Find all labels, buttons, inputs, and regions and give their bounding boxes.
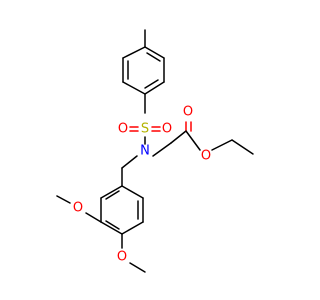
o-methyl-bond — [129, 262, 146, 273]
ch2-carbonyl-bond — [170, 130, 187, 144]
ring-double-bond — [105, 190, 120, 200]
ring-double-bond — [144, 79, 159, 89]
oxygen-atom-left: O — [118, 122, 128, 137]
methoxy-oxygen-upper: O — [73, 201, 83, 216]
nitrogen-atom: N — [140, 144, 150, 159]
sulfur-atom: S — [141, 122, 149, 137]
carbonyl-oxygen-atom: O — [183, 105, 193, 120]
c-o-ester-bond — [185, 130, 201, 151]
ethyl-bond — [231, 139, 254, 155]
oxygen-atom-right: O — [162, 122, 172, 137]
sulfonyl-group: S O O — [118, 122, 172, 137]
ester-oxygen-atom: O — [201, 149, 211, 164]
ring-double-bond — [105, 220, 120, 230]
ring-bond — [122, 46, 146, 59]
molecule-canvas: S O O N O O — [56, 29, 254, 273]
ring-bond — [144, 46, 165, 59]
dimethoxyphenyl-ring — [100, 185, 144, 235]
ring-double-bond — [146, 52, 161, 62]
o-ethyl-bond — [211, 139, 233, 151]
n-benzyl-bond — [121, 155, 138, 169]
ring-bond — [100, 185, 123, 199]
ring-o-bond — [85, 212, 102, 223]
ring-bond — [121, 185, 144, 199]
molecule-structure: S O O N O O — [56, 29, 254, 273]
ring-bond — [144, 81, 165, 95]
ring-bond — [122, 81, 146, 95]
toluene-ring — [122, 29, 165, 95]
n-ch2-bond — [152, 142, 172, 157]
ring-bond — [100, 221, 123, 235]
o-methyl-bond — [56, 195, 71, 204]
methoxy-oxygen-lower: O — [117, 250, 127, 265]
ring-bond — [121, 221, 144, 235]
